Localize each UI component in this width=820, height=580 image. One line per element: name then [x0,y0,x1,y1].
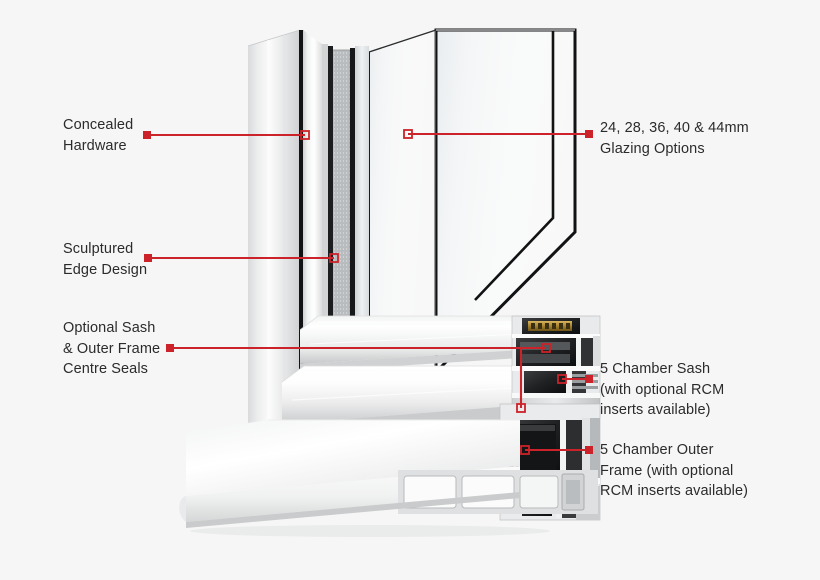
callout-marker-end-sculptured-edge-design [329,253,339,263]
callout-marker-end-five-chamber-sash [585,375,593,383]
callout-concealed-hardware [143,130,310,140]
callout-label-sculptured-edge-design: Sculptured Edge Design [63,241,148,278]
callout-marker-start-glazing-options [403,129,413,139]
callout-label-five-chamber-outer-frame: 5 Chamber Outer Frame (with optional RCM… [600,442,749,499]
callout-label-concealed-hardware: Concealed Hardware [63,117,134,154]
callout-five-chamber-sash [557,374,593,384]
callout-sculptured-edge-design [144,253,339,263]
callout-marker-end-concealed-hardware [300,130,310,140]
callout-marker-start-concealed-hardware [143,131,151,139]
callout-branch-marker-centre-seals [516,403,526,413]
callout-centre-seals [166,343,551,413]
callout-marker-start-five-chamber-outer-frame [520,445,530,455]
callout-label-glazing-options: 24, 28, 36, 40 & 44mm Glazing Options [600,120,749,157]
callout-label-centre-seals: Optional Sash & Outer Frame Centre Seals [63,320,161,377]
callout-glazing-options [403,129,593,139]
callout-label-five-chamber-sash: 5 Chamber Sash (with optional RCM insert… [600,361,725,418]
callout-marker-start-sculptured-edge-design [144,254,152,262]
callout-marker-start-centre-seals [166,344,174,352]
callout-marker-end-glazing-options [585,130,593,138]
callout-five-chamber-outer-frame [520,445,593,455]
callout-marker-end-centre-seals [541,343,551,353]
callout-marker-start-five-chamber-sash [557,374,567,384]
callout-marker-end-five-chamber-outer-frame [585,446,593,454]
